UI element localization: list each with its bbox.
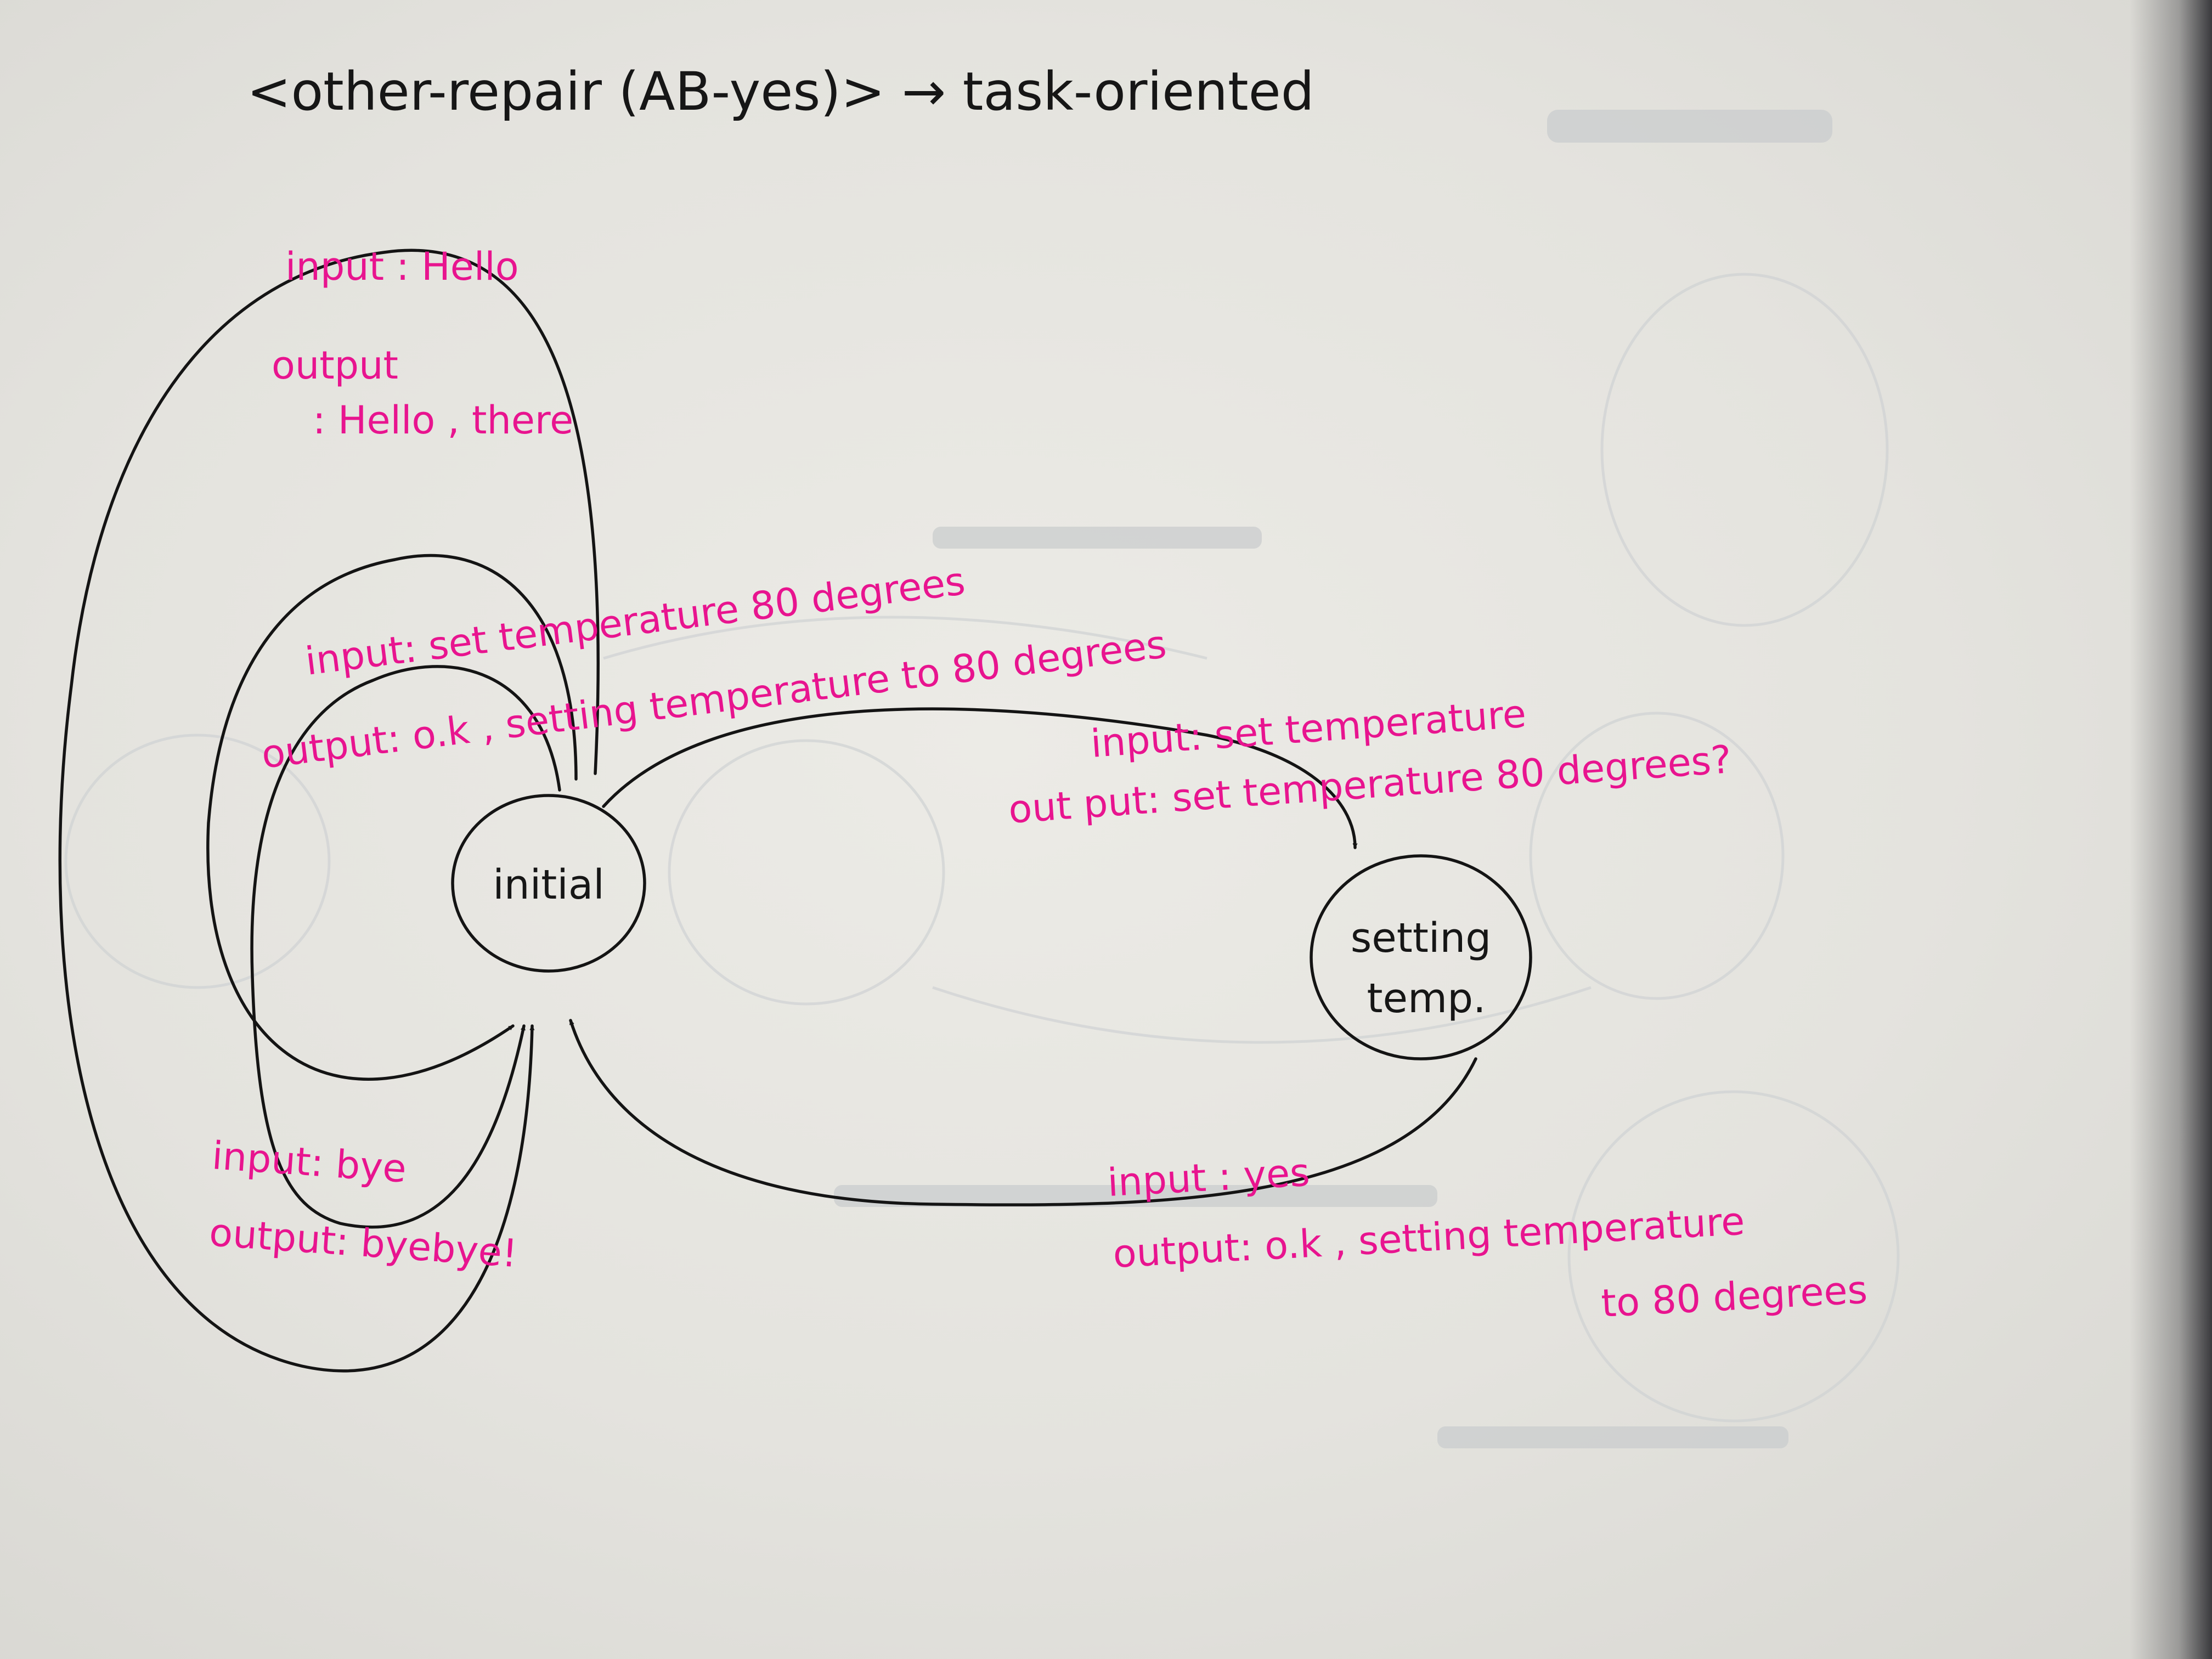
state-setting-temp-label-1: setting (1351, 915, 1492, 962)
page-edge-shadow (2130, 0, 2212, 1659)
label-bye-output: output: byebye! (208, 1210, 519, 1276)
state-initial[interactable]: initial (451, 794, 646, 973)
state-setting-temp[interactable]: setting temp. (1310, 854, 1532, 1060)
label-yes-output-2: to 80 degrees (1600, 1267, 1869, 1326)
label-hello-output-2: : Hello , there (313, 398, 573, 443)
label-bye-input: input: bye (211, 1133, 408, 1192)
state-initial-circle (451, 794, 646, 973)
label-yes: input : yes output: o.k , setting temper… (1107, 1150, 1869, 1326)
label-hello-input: input : Hello (285, 244, 519, 289)
state-initial-label: initial (493, 861, 605, 909)
label-bye: input: bye output: byebye! (208, 1133, 519, 1276)
ghost-line (1437, 1426, 1788, 1448)
transition-bye-loop[interactable] (250, 665, 561, 1229)
label-hello-output-1: output (272, 343, 398, 388)
bleed-through-marks (64, 110, 1900, 1448)
ghost-heading (1547, 110, 1832, 143)
label-yes-input: input : yes (1107, 1150, 1311, 1205)
label-set-temp-loop: input: set temperature 80 degrees output… (259, 558, 1169, 777)
label-to-setting: input: set temperature out put: set temp… (1007, 691, 1733, 832)
transition-hello-loop[interactable] (58, 249, 600, 1373)
ghost-line (834, 1185, 1437, 1207)
transition-set-temp-loop[interactable] (206, 554, 578, 1081)
state-setting-temp-circle (1310, 854, 1532, 1060)
transition-setting-to-initial[interactable] (569, 1019, 1477, 1206)
diagram-title: <other-repair (AB-yes)> → task-oriented (247, 61, 1314, 122)
ghost-line (933, 527, 1262, 549)
transition-initial-to-setting[interactable] (602, 707, 1355, 849)
label-yes-output-1: output: o.k , setting temperature (1112, 1199, 1746, 1277)
label-hello: input : Hello output : Hello , there (272, 244, 573, 443)
state-setting-temp-label-2: temp. (1367, 975, 1486, 1022)
